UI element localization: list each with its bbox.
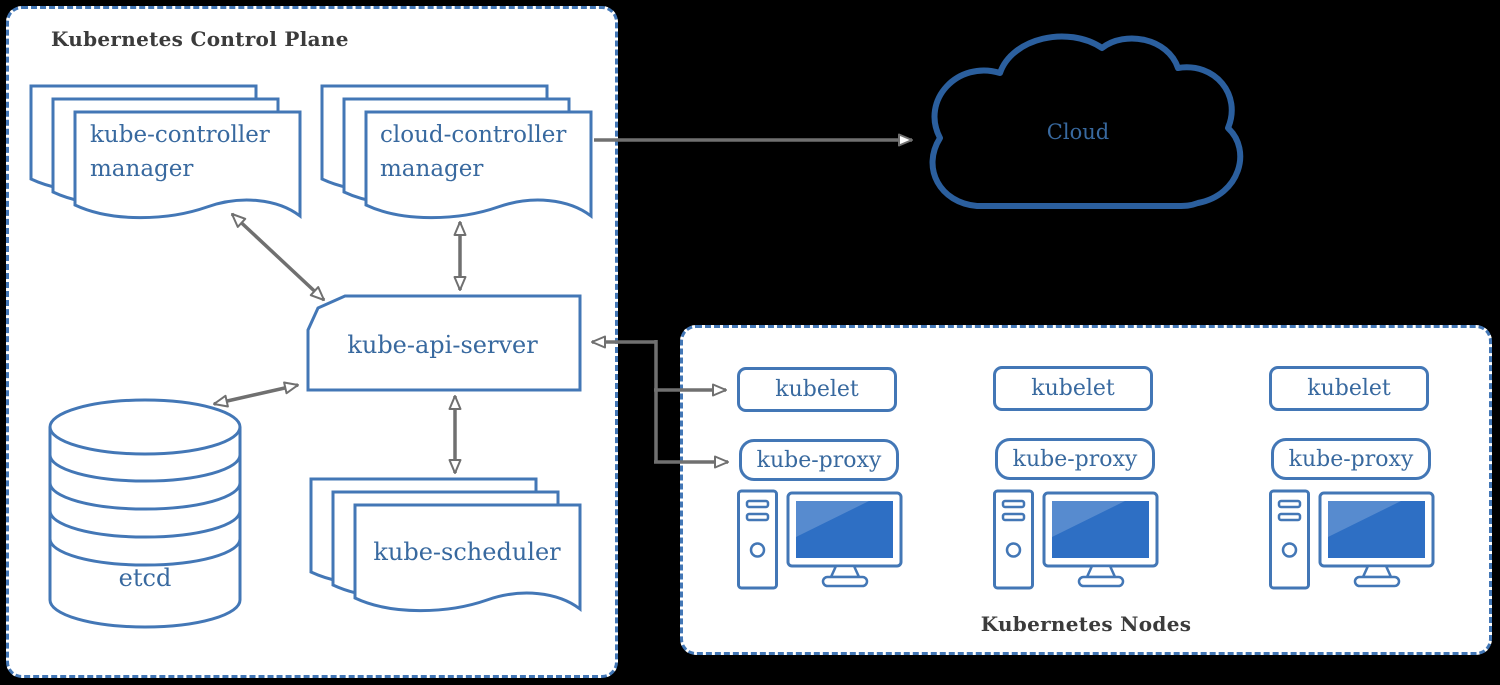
kubelet-box: kubelet — [1269, 366, 1429, 411]
cloud-controller-manager-label-line1: cloud-controller — [380, 122, 567, 148]
cloud-controller-manager-label-line2: manager — [380, 156, 484, 182]
cloud-icon — [929, 33, 1244, 209]
kube-api-server-shape — [306, 294, 582, 392]
kubelet-box: kubelet — [993, 366, 1153, 411]
kubernetes-nodes-title: Kubernetes Nodes — [980, 612, 1192, 636]
arrow-etcd-api-server — [213, 381, 299, 408]
control-plane-title: Kubernetes Control Plane — [51, 27, 349, 51]
etcd-label: etcd — [118, 564, 172, 592]
cloud-label: Cloud — [1046, 120, 1110, 144]
node-computer-icon — [993, 489, 1159, 590]
kube-proxy-box: kube-proxy — [739, 439, 899, 481]
kube-controller-manager-label: kube-controller manager — [90, 118, 305, 186]
node-computer-icon — [1269, 489, 1435, 590]
database-cylinder-icon — [48, 398, 242, 629]
kube-scheduler-label: kube-scheduler — [373, 538, 561, 566]
kube-proxy-box: kube-proxy — [995, 438, 1155, 480]
node-computer-icon — [737, 489, 903, 590]
kube-controller-manager-label-line2: manager — [90, 156, 194, 182]
connection-arrows — [213, 133, 913, 474]
arrow-kube-controller-manager-api-server — [230, 212, 326, 302]
kube-controller-manager-label-line1: kube-controller — [90, 122, 270, 148]
kube-api-server-label: kube-api-server — [347, 331, 538, 359]
cloud-controller-manager-label: cloud-controller manager — [380, 118, 595, 186]
kubelet-box: kubelet — [737, 367, 897, 412]
kube-proxy-box: kube-proxy — [1271, 438, 1431, 480]
